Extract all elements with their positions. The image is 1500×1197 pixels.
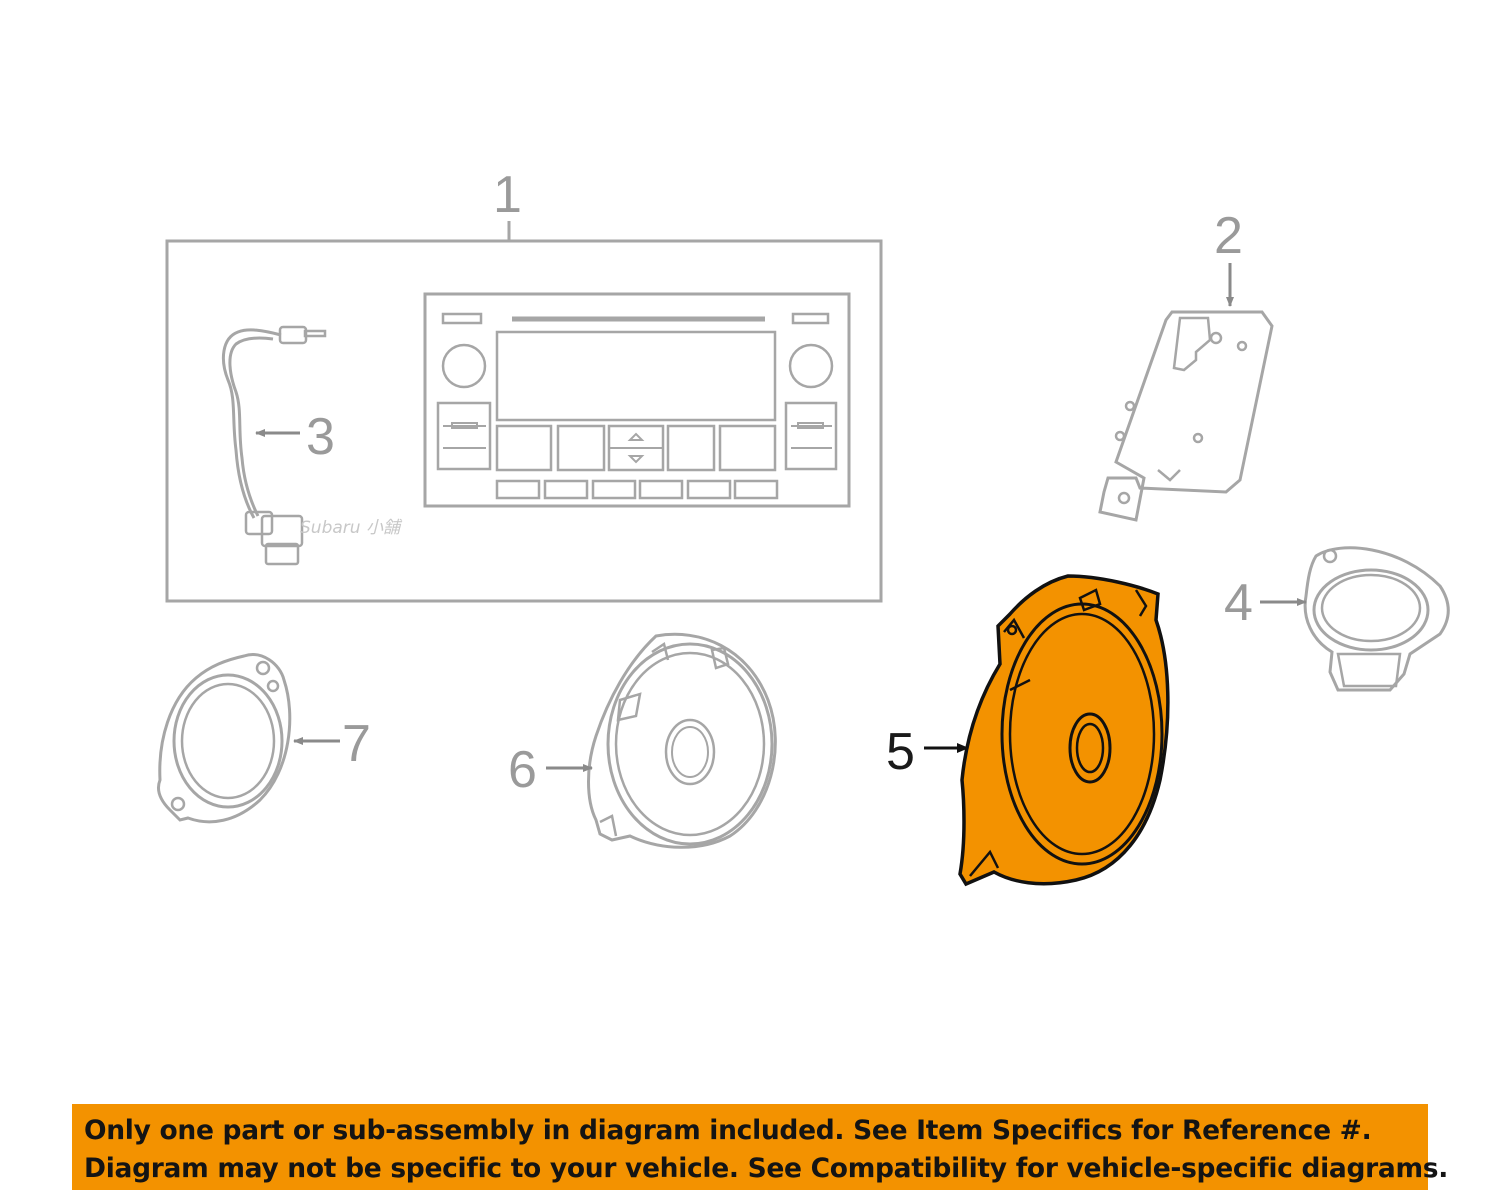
radio-assembly-box <box>165 239 883 603</box>
callout-1: 1 <box>493 166 522 224</box>
leader-arrows <box>255 263 1307 772</box>
callout-2: 2 <box>1214 207 1243 265</box>
callout-4: 4 <box>1224 574 1253 632</box>
disclaimer-line-2: Diagram may not be specific to your vehi… <box>84 1153 1449 1184</box>
callout-6: 6 <box>508 741 537 799</box>
highlighted-speaker-part <box>958 574 1170 887</box>
tweeter-part <box>1303 546 1450 692</box>
callout-7: 7 <box>342 715 371 773</box>
mounting-bracket-part <box>1098 310 1274 522</box>
callout-3: 3 <box>306 408 335 466</box>
radio-head-unit <box>423 292 851 508</box>
highlighted-speaker-body <box>958 574 1170 887</box>
disclaimer-line-1: Only one part or sub-assembly in diagram… <box>84 1115 1372 1146</box>
disclaimer-banner: Only one part or sub-assembly in diagram… <box>72 1104 1449 1190</box>
antenna-cable-part <box>221 325 327 566</box>
watermark: Subaru 小舗 <box>300 518 403 538</box>
speaker-ring-part <box>156 653 292 824</box>
door-speaker-part <box>587 632 777 849</box>
callout-5: 5 <box>886 723 915 781</box>
radio-assembly-group <box>165 221 883 603</box>
